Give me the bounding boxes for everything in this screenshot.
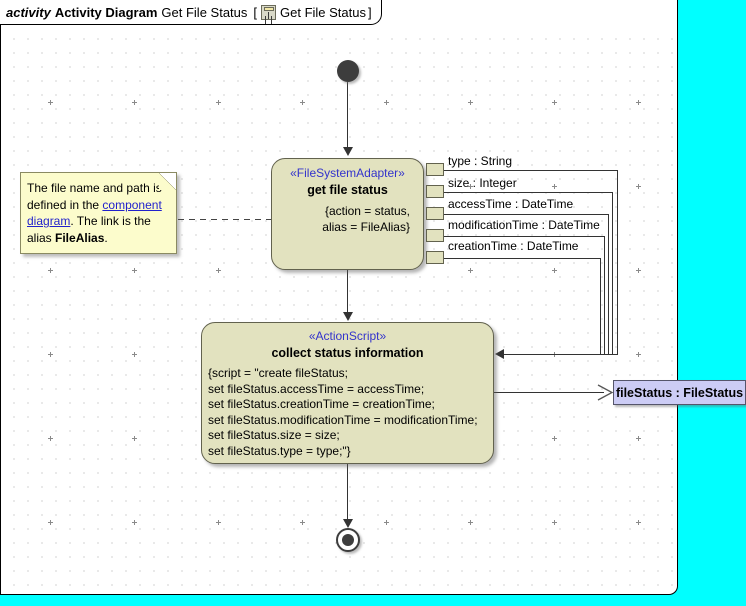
diagram-type-label: Activity Diagram <box>54 4 158 20</box>
note-line: defined in the component <box>27 197 168 214</box>
diagram-frame <box>0 0 678 595</box>
object-node-label: fileStatus : FileStatus <box>615 385 744 400</box>
pin-connector-modificationtime <box>444 236 604 237</box>
pin-route-vertical <box>617 170 618 354</box>
note-text: . <box>104 230 108 245</box>
pin-label-modificationtime: modificationTime : DateTime <box>448 218 600 232</box>
output-pin-type[interactable] <box>426 163 444 176</box>
diagram-title-bar[interactable]: activity Activity Diagram Get File Statu… <box>0 0 382 25</box>
pin-route-vertical <box>604 236 605 354</box>
activity-body-line: {action = status, <box>324 204 410 218</box>
script-line: set fileStatus.modificationTime = modifi… <box>208 412 478 427</box>
pin-label-creationtime: creationTime : DateTime <box>448 239 579 253</box>
note-bold-filealias: FileAlias <box>55 230 105 245</box>
script-line: set fileStatus.type = type;"} <box>208 443 351 458</box>
activity-final-node[interactable] <box>336 528 360 552</box>
note-fold-corner <box>159 172 177 190</box>
note-line: The file name and path is <box>27 180 168 197</box>
activity-body-line: alias = FileAlias} <box>322 219 410 234</box>
activity-get-file-status[interactable]: «FileSystemAdapter» get file status {act… <box>271 158 424 270</box>
output-pin-size[interactable] <box>426 185 444 198</box>
note-link-component[interactable]: component <box>102 197 162 212</box>
diagram-keyword: activity <box>6 4 51 20</box>
object-node-filestatus[interactable]: fileStatus : FileStatus <box>613 380 746 405</box>
pin-route-vertical <box>600 258 601 354</box>
flow-arrowhead <box>343 312 353 321</box>
frame-label: Get File Status <box>280 4 366 20</box>
grid-background <box>1 26 677 594</box>
note-text: . The link is the <box>70 214 151 228</box>
pin-connector-accesstime <box>444 214 608 215</box>
flow-arrowhead <box>343 519 353 528</box>
script-line: {script = "create fileStatus; <box>208 366 348 380</box>
output-pin-accesstime[interactable] <box>426 207 444 220</box>
stereotype-label: «FileSystemAdapter» <box>290 166 405 180</box>
note-text: defined in the <box>27 197 103 212</box>
pin-route-vertical <box>608 214 609 354</box>
note-line: alias FileAlias. <box>27 230 168 247</box>
script-line: set fileStatus.creationTime = creationTi… <box>208 397 435 411</box>
frame-left-border <box>0 0 1 595</box>
output-pin-creationtime[interactable] <box>426 251 444 264</box>
flow-collect-to-end <box>347 464 348 522</box>
pin-route-into-collect <box>504 354 618 355</box>
pin-label-size: size : Integer <box>448 176 517 190</box>
background-fill <box>678 0 746 606</box>
pin-label-type: type : String <box>448 154 513 168</box>
pin-route-vertical <box>612 192 613 354</box>
pin-connector-type <box>444 170 617 171</box>
bracket-open: [ <box>253 4 258 20</box>
pin-label-accesstime: accessTime : DateTime <box>448 197 574 211</box>
flow-open-arrowhead <box>597 384 614 401</box>
diagram-name-label: Get File Status <box>161 4 248 20</box>
bracket-close: ] <box>368 4 372 20</box>
flow-arrowhead <box>343 147 353 156</box>
activity-collect-status-information[interactable]: «ActionScript» collect status informatio… <box>201 322 494 464</box>
flow-start-to-getfilestatus <box>347 82 348 147</box>
flow-getfilestatus-to-collect <box>347 270 348 312</box>
pin-connector-creationtime <box>444 258 600 259</box>
activity-name-label: get file status <box>307 183 388 197</box>
activity-body: {action = status, alias = FileAlias} <box>272 204 423 235</box>
activity-diagram-icon <box>261 4 277 20</box>
script-line: set fileStatus.size = size; <box>208 428 340 442</box>
stereotype-label: «ActionScript» <box>308 329 387 343</box>
note-line: diagram. The link is the <box>27 213 168 230</box>
output-pin-modificationtime[interactable] <box>426 229 444 242</box>
script-line: set fileStatus.accessTime = accessTime; <box>208 381 425 396</box>
pin-route-arrowhead <box>495 349 504 359</box>
activity-name-label: collect status information <box>271 346 424 360</box>
note-link-diagram[interactable]: diagram <box>27 214 71 228</box>
note-comment[interactable]: The file name and path is defined in the… <box>20 172 177 254</box>
activity-script-body: {script = "create fileStatus; set fileSt… <box>202 366 493 459</box>
pin-connector-size <box>444 192 612 193</box>
note-text: The file name and path is <box>27 181 162 195</box>
flow-collect-to-filestatus <box>494 392 604 393</box>
note-text: alias <box>27 230 56 245</box>
initial-node[interactable] <box>337 60 359 82</box>
note-anchor-line <box>178 219 271 220</box>
